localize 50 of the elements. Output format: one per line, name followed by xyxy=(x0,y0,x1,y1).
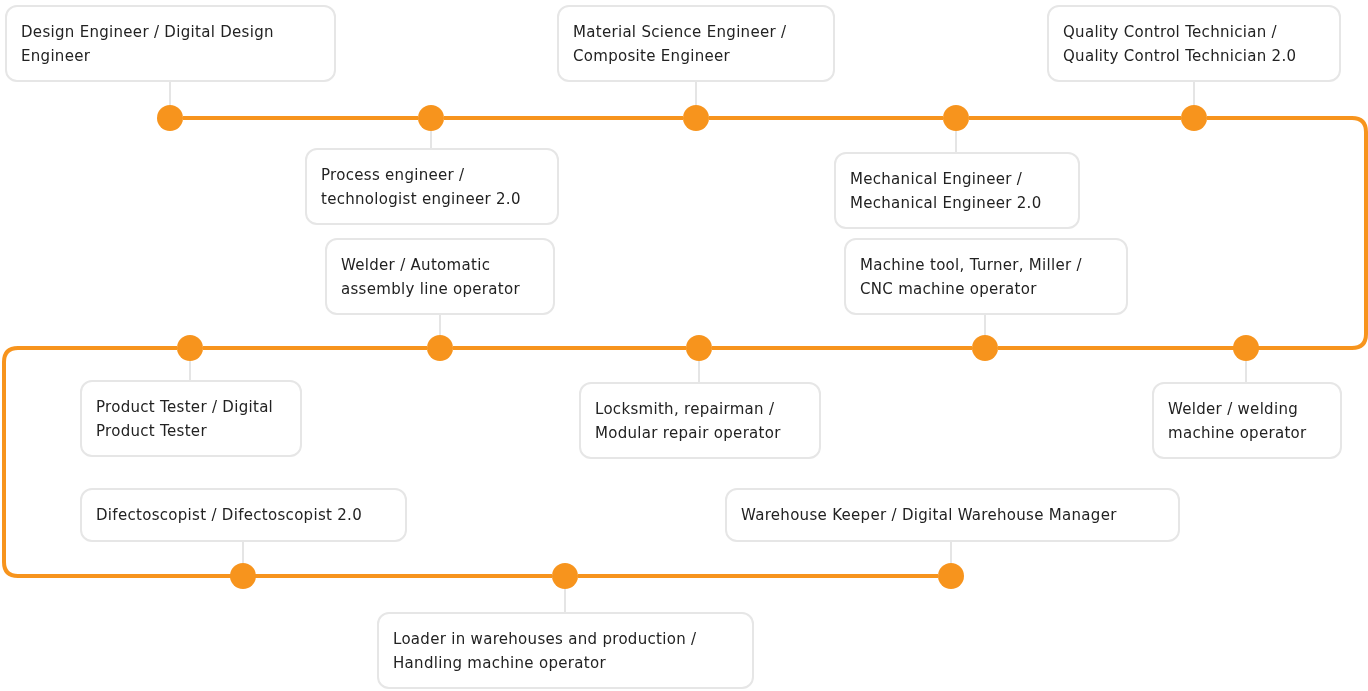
timeline-dot xyxy=(427,335,453,361)
role-label: Product Tester / Digital Product Tester xyxy=(96,396,275,442)
timeline-line xyxy=(969,116,1181,120)
timeline-line xyxy=(444,116,683,120)
role-label: Difectoscopist / Difectoscopist 2.0 xyxy=(96,505,363,526)
role-label: Welder / welding machine operator xyxy=(1168,398,1308,444)
timeline-dot xyxy=(938,563,964,589)
timeline-line xyxy=(453,346,686,350)
role-card xyxy=(80,488,407,542)
role-card xyxy=(579,382,821,459)
role-card xyxy=(1152,382,1342,459)
timeline-dot xyxy=(943,105,969,131)
timeline-dot xyxy=(1233,335,1259,361)
timeline-dot xyxy=(230,563,256,589)
role-label: Process engineer / technologist engineer 2.0 xyxy=(321,164,522,210)
timeline-dot xyxy=(683,105,709,131)
timeline-dot xyxy=(157,105,183,131)
timeline-line xyxy=(203,346,427,350)
role-card xyxy=(844,238,1128,315)
role-label: Welder / Automatic assembly line operator xyxy=(341,254,521,300)
timeline-dot xyxy=(686,335,712,361)
role-label: Warehouse Keeper / Digital Warehouse Manager xyxy=(741,505,1117,526)
timeline-line xyxy=(709,116,943,120)
timeline-dot xyxy=(552,563,578,589)
timeline-line xyxy=(183,116,418,120)
role-card xyxy=(325,238,555,315)
timeline-dot xyxy=(1181,105,1207,131)
role-label: Material Science Engineer / Composite Engineer xyxy=(573,21,788,67)
timeline-line xyxy=(998,346,1233,350)
timeline-dot xyxy=(418,105,444,131)
timeline-dot xyxy=(177,335,203,361)
timeline-line xyxy=(256,574,552,578)
role-label: Machine tool, Turner, Miller / CNC machine operator xyxy=(860,254,1083,300)
timeline-dot xyxy=(972,335,998,361)
role-card xyxy=(725,488,1180,542)
role-label: Loader in warehouses and production / Handling machine operator xyxy=(393,628,698,674)
role-card xyxy=(834,152,1080,229)
role-label: Locksmith, repairman / Modular repair operator xyxy=(595,398,782,444)
role-label: Quality Control Technician / Quality Control Technician 2.0 xyxy=(1063,21,1298,67)
timeline-line xyxy=(1207,116,1368,350)
timeline-line xyxy=(712,346,972,350)
role-card xyxy=(5,5,336,82)
role-label: Mechanical Engineer / Mechanical Engineer 2.0 xyxy=(850,168,1043,214)
role-card xyxy=(557,5,835,82)
role-card xyxy=(377,612,754,689)
role-card xyxy=(80,380,302,457)
timeline-line xyxy=(578,574,938,578)
role-card xyxy=(1047,5,1341,82)
role-card xyxy=(305,148,559,225)
role-label: Design Engineer / Digital Design Engineer xyxy=(21,21,275,67)
